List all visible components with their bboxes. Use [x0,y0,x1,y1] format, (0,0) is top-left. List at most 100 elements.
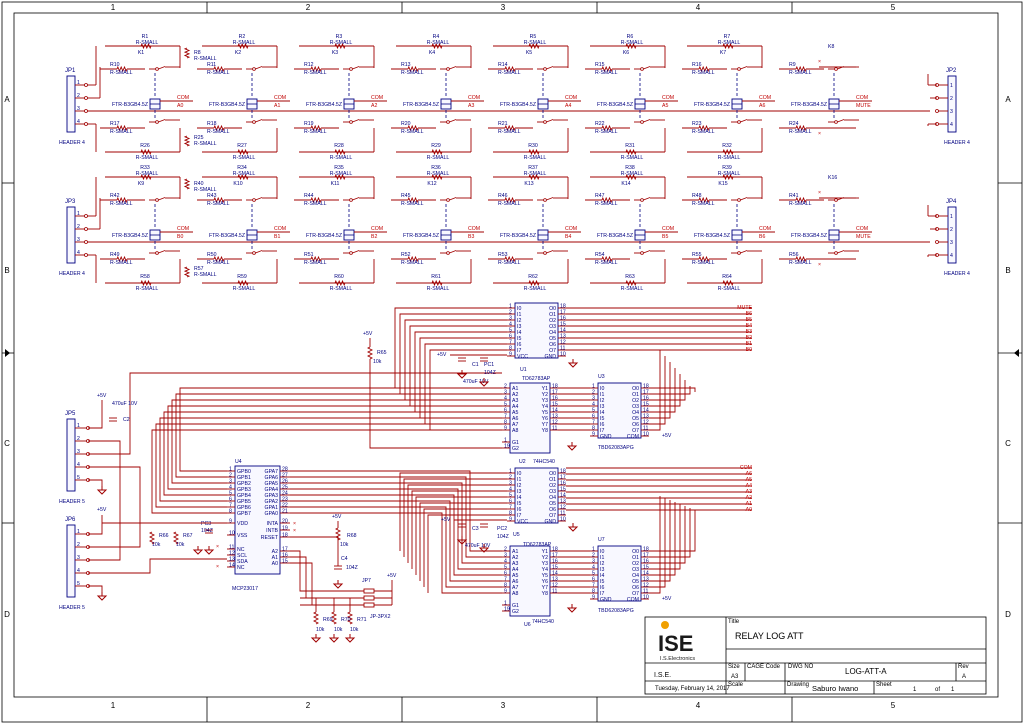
com-label: COM [371,226,383,232]
ic-pin-number: 6 [509,334,512,340]
resistor-value: R-SMALL [718,286,741,292]
ic-pin-name: O1 [549,477,556,483]
capacitor-ref: C1 [472,362,479,368]
relay-part: FTR-B3GB4.5Z [306,102,342,108]
ic-pin-number: 7 [509,505,512,511]
ic-pin-number: 18 [552,384,558,390]
ic-pin-name: VCC [517,354,528,360]
com-label: COM [565,226,577,232]
ic-pin-name: I6 [600,422,604,428]
drawing-title: RELAY LOG ATT [735,631,804,641]
column-label-bottom: 2 [306,701,311,710]
ic-pin-number: 22 [282,503,288,509]
ic-pin-name: O0 [632,549,639,555]
ic-pin-number: 23 [282,497,288,503]
ic-pin-number: 26 [282,479,288,485]
ic-pin-name: I3 [517,489,521,495]
com-label: COM [565,95,577,101]
relay-cell: R3R-SMALLR28R-SMALLK3R12R-SMALLR19R-SMAL… [294,34,387,161]
pin-number: 1 [77,423,80,429]
resistor-value: R-SMALL [233,286,256,292]
resistor-value: R-SMALL [595,260,618,266]
ic-part: MCP23017 [232,586,258,592]
ic-pin-number: 6 [509,499,512,505]
ic-pin-name: COM [627,434,639,440]
ground-icon [203,546,215,555]
ic-pin-number: 18 [560,304,566,310]
ic-pin-name: A2 [512,555,518,561]
capacitor-symbol [458,523,466,528]
ic-ref: U1 [520,367,527,373]
com-label: COM [274,226,286,232]
resistor-ref: R31 [625,143,635,149]
ic-pin-name: GPA6 [265,475,279,481]
ic-pin-number: 19 [504,607,510,613]
relay-contact-icon [634,250,651,255]
resistor-ref: R68 [347,533,357,539]
ic-pin-number: 1 [509,469,512,475]
ic-pin-name: GND [544,519,556,525]
ic-pin-name: A5 [512,573,518,579]
ground-icon [456,536,468,545]
ic-pin-name: O3 [632,567,639,573]
relay-cell: R39R-SMALLR64R-SMALLK15R48R-SMALLR55R-SM… [682,165,775,292]
row-label-right: D [1005,610,1011,619]
relay-part: FTR-B3GB4.5Z [791,102,827,108]
ic-pin-number: 13 [229,557,235,563]
ground-icon [332,580,344,589]
ground-icon [344,634,356,643]
power-label: +5V [437,352,447,358]
com-label: COM [856,226,868,232]
relay-contact-icon [440,250,457,255]
ic-pin-name: I3 [600,404,604,410]
ic-pin-number: 13 [643,577,649,583]
com-label: COM [177,95,189,101]
resistor-value: R-SMALL [110,260,133,266]
ic-pin-number: 9 [509,517,512,523]
relay-contact-icon [731,197,748,202]
ic-pin-name: I1 [517,477,521,483]
net-label: B3 [746,329,752,335]
resistor-symbol [407,65,419,73]
resistor-value: R-SMALL [110,201,133,207]
ic-pin-number: 20 [282,519,288,525]
capacitor-ref: C3 [472,526,479,532]
power-label: +5V [363,331,373,337]
resistor-ref: R22 [595,121,605,127]
ic-pin-name: A4 [512,404,518,410]
pin-number: 5 [77,475,80,481]
resistor-value: R-SMALL [207,129,230,135]
ic-pin-number: 4 [592,565,595,571]
capacitor-ref: PC3 [201,521,211,527]
resistor-symbol [601,65,613,73]
resistor-symbol [431,42,443,50]
resistor-ref: R8 [194,50,201,56]
resistor-value: R-SMALL [233,171,256,177]
resistor-symbol [116,255,128,263]
resistor-symbol [504,124,516,132]
ic-pin-name: O6 [549,507,556,513]
ic-pin-number: 15 [643,565,649,571]
resistor-ref: R25 [194,135,204,141]
ic-pin-number: 9 [504,426,507,432]
com-label: COM [274,95,286,101]
ic-pin-name: A8 [512,591,518,597]
resistor-value: R-SMALL [194,56,217,62]
header-name: HEADER 5 [59,605,85,611]
ic-part: 74HC540 [532,619,554,625]
relay-part: FTR-B3GB4.5Z [791,233,827,239]
ic-pin-number: 10 [643,432,649,438]
resistor-ref: R9 [789,62,796,68]
pin-number: 4 [77,568,80,574]
resistor-value: R-SMALL [524,286,547,292]
relay-contact-icon [440,197,457,202]
resistor-ref: R69 [323,617,333,623]
ic-pin-name: I0 [517,306,521,312]
ic-pin-number: 13 [560,334,566,340]
ic-body [514,302,559,359]
relay-ref: K2 [235,50,241,56]
row-label-left: C [4,439,10,448]
ic-pin-name: Y1 [542,549,548,555]
